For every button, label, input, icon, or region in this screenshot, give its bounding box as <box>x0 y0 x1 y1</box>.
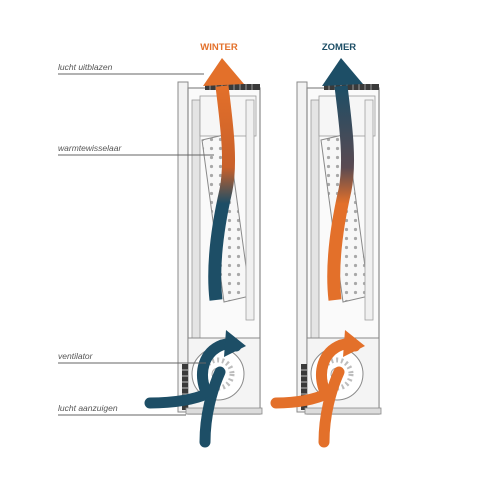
intake-grille <box>182 364 188 410</box>
front-strip <box>364 99 374 321</box>
inner-panel <box>310 99 320 351</box>
callouts <box>58 73 214 416</box>
season-title-winter: WINTER <box>200 42 238 53</box>
bottom-rail <box>304 407 382 415</box>
callout-label-fan: ventilator <box>58 351 94 361</box>
bottom-arrow-cold <box>199 366 226 448</box>
rising-arrow-summer <box>327 85 355 301</box>
front-strip <box>245 99 255 321</box>
wall-plate <box>177 81 189 413</box>
rising-arrow-winter-head <box>203 58 244 86</box>
wall-plate <box>296 81 308 413</box>
rising-arrow-summer-head <box>322 58 363 86</box>
callout-label-outlet: lucht uitblazen <box>58 62 113 72</box>
bottom-arrow-warm <box>318 366 345 448</box>
callout-label-intake: lucht aanzuigen <box>58 403 118 413</box>
top-grille <box>205 84 260 90</box>
bottom-rail <box>185 407 263 415</box>
callout-label-heat-exchanger: warmtewisselaar <box>58 143 122 153</box>
fan-arrow-warm-head <box>343 330 365 357</box>
inner-panel <box>191 99 201 351</box>
top-grille <box>324 84 379 90</box>
fan-arrow-cold-head <box>224 330 246 357</box>
intake-grille <box>301 364 307 410</box>
unit-summer <box>270 58 382 448</box>
season-title-summer: ZOMER <box>322 42 356 53</box>
unit-winter <box>144 58 263 448</box>
rising-arrow-winter <box>208 85 236 301</box>
